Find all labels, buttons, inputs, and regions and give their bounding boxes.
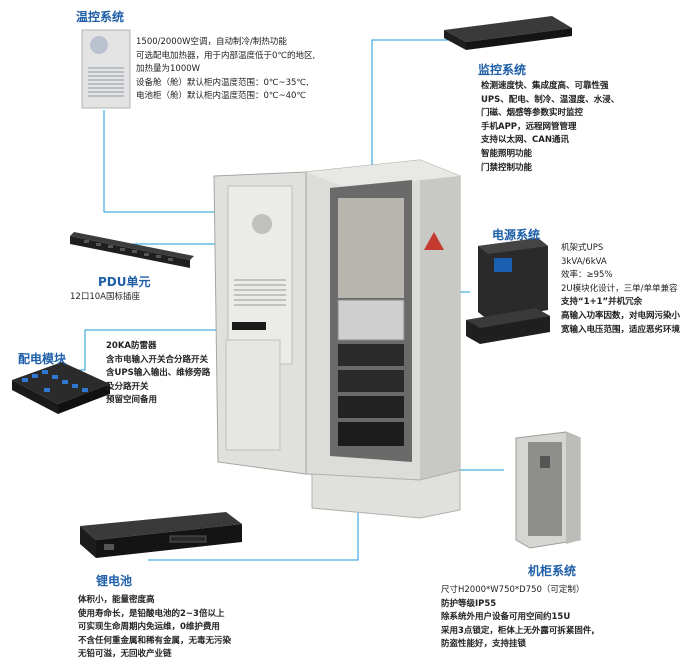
battery-text: 体积小，能量密度高 使用寿命长，是铅酸电池的2~3倍以上 可实现生命周期内免运维… xyxy=(78,594,231,662)
battery-line: 无铅可溢，无回收产业链 xyxy=(78,649,172,660)
monitor-line: 支持以太网、CAN通讯 xyxy=(481,135,569,146)
monitor-line: 智能照明功能 xyxy=(481,148,533,159)
distribution-line: 含市电输入开关合分路开关 xyxy=(106,354,209,365)
cabinet-line: 防盗性能好，支持挂锁 xyxy=(441,639,527,650)
leader-monitor xyxy=(371,39,468,188)
cabinet-system-image xyxy=(515,431,581,549)
power-system-text: 机架式UPS 3kVA/6kVA 效率：≥95% 2U模块化设计，三单/单单兼容… xyxy=(561,242,680,337)
power-line: 2U模块化设计，三单/单单兼容 xyxy=(561,283,678,294)
temp-system-text: 1500/2000W空调，自动制冷/制热功能 可选配电加热器，用于内部温度低于0… xyxy=(136,36,315,104)
monitor-line: 门禁控制功能 xyxy=(481,162,533,173)
battery-image xyxy=(80,512,242,558)
pdu-image xyxy=(70,232,194,268)
temp-line: 加热量为1000W xyxy=(136,64,201,75)
monitor-system-title: 监控系统 xyxy=(478,63,527,77)
cabinet-line: 采用3点锁定，柜体上无外露可拆紧固件, xyxy=(441,625,595,636)
pdu-text: 12口10A国标插座 xyxy=(70,291,140,305)
temp-line: 电池柜（舱）默认柜内温度范围：0℃~40℃ xyxy=(136,91,306,102)
pdu-title: PDU单元 xyxy=(98,275,151,289)
battery-title: 锂电池 xyxy=(96,574,133,588)
monitor-line: 手机APP，远程网管管理 xyxy=(481,121,577,132)
temp-system-title: 温控系统 xyxy=(76,10,125,24)
monitor-unit-image xyxy=(444,16,572,50)
power-line: 高输入功率因数，对电网污染小 xyxy=(561,310,681,321)
power-system-title: 电源系统 xyxy=(492,228,541,242)
main-cabinet-image xyxy=(213,159,461,519)
ups-image xyxy=(466,238,550,344)
power-line: 效率：≥95% xyxy=(561,270,613,281)
power-line: 支持“1+1”并机冗余 xyxy=(561,297,643,308)
battery-line: 使用寿命长，是铅酸电池的2~3倍以上 xyxy=(78,608,225,619)
distribution-module-text: 20KA防雷器 含市电输入开关合分路开关 含UPS输入输出、维修旁路 及分路开关… xyxy=(106,340,210,408)
power-line: 机架式UPS xyxy=(561,243,604,253)
battery-line: 可实现生命周期内免运维，0维护费用 xyxy=(78,622,220,633)
distribution-line: 20KA防雷器 xyxy=(106,341,157,351)
distribution-line: 及分路开关 xyxy=(106,381,149,392)
monitor-line: 门磁、烟感等参数实时监控 xyxy=(481,108,584,119)
air-conditioner-image xyxy=(81,29,131,109)
power-line: 宽输入电压范围，适应恶劣环境 xyxy=(561,324,681,335)
leader-temp xyxy=(103,110,258,213)
cabinet-line: 防护等级IP55 xyxy=(441,598,497,609)
cabinet-system-title: 机柜系统 xyxy=(528,564,577,578)
battery-line: 体积小，能量密度高 xyxy=(78,595,155,605)
pdu-line: 12口10A国标插座 xyxy=(70,292,140,302)
distribution-module-image xyxy=(12,362,110,414)
monitor-system-text: 检测速度快、集成度高、可靠性强 UPS、配电、制冷、温湿度、水浸、 门磁、烟感等… xyxy=(481,80,619,175)
temp-line: 可选配电加热器，用于内部温度低于0℃的地区, xyxy=(136,50,316,61)
cabinet-system-text: 尺寸H2000*W750*D750（可定制） 防护等级IP55 除系统外用户设备… xyxy=(441,584,595,652)
power-line: 3kVA/6kVA xyxy=(561,256,607,267)
monitor-line: UPS、配电、制冷、温湿度、水浸、 xyxy=(481,94,620,105)
distribution-module-title: 配电模块 xyxy=(18,352,67,366)
distribution-line: 含UPS输入输出、维修旁路 xyxy=(106,368,211,379)
monitor-line: 检测速度快、集成度高、可靠性强 xyxy=(481,81,609,91)
distribution-line: 预留空间备用 xyxy=(106,395,158,406)
cabinet-line: 尺寸H2000*W750*D750（可定制） xyxy=(441,585,585,595)
temp-line: 1500/2000W空调，自动制冷/制热功能 xyxy=(136,37,287,47)
cabinet-line: 除系统外用户设备可用空间约15U xyxy=(441,612,571,623)
temp-line: 设备舱（舱）默认柜内温度范围：0℃~35℃, xyxy=(136,77,309,88)
battery-line: 不含任何重金属和稀有金属，无毒无污染 xyxy=(78,635,232,646)
